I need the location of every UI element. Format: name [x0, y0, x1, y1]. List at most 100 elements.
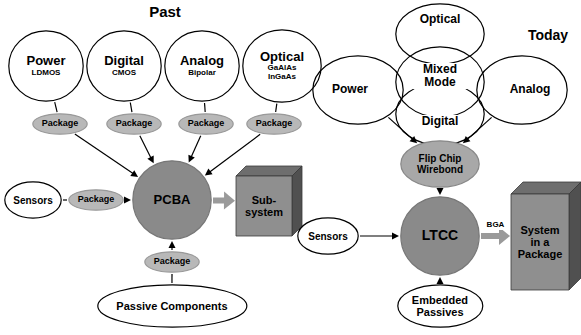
- system-box: System in a Package: [511, 182, 581, 290]
- arrow-head: [130, 170, 138, 177]
- node-text-group: Package: [246, 113, 302, 135]
- arrow-head: [436, 277, 443, 284]
- node-text-group: Mixed Mode: [395, 40, 485, 112]
- board-circle: PCBA: [132, 160, 212, 240]
- node-label: Power: [26, 54, 65, 68]
- node-text-group: Analog: [484, 55, 576, 125]
- node-label: Package: [188, 119, 225, 129]
- node-label: Sensors: [13, 195, 52, 206]
- node-label: Package: [78, 195, 115, 205]
- connector: [169, 241, 176, 250]
- node-label: Passive Components: [116, 300, 227, 312]
- node-text-group: DigitalCMOS: [86, 30, 162, 102]
- ellipse-outline: [69, 190, 123, 210]
- node-label: Sub-system: [240, 194, 288, 218]
- ellipse-outline: [401, 197, 479, 275]
- node-sublabel: CMOS: [112, 69, 136, 78]
- package-oval: Package: [106, 113, 162, 135]
- connector-line: [75, 134, 133, 174]
- ellipse-shape: [395, 3, 485, 65]
- node-text-group: Embedded Passives: [397, 284, 484, 328]
- node-label: Embedded Passives: [409, 294, 471, 318]
- box-front-face: [236, 176, 292, 236]
- node-label: Digital: [420, 115, 461, 128]
- node-text-group: Package: [144, 251, 200, 273]
- connector: [204, 103, 206, 112]
- interconnect-circle: Flip Chip Wirebond: [400, 140, 480, 188]
- package-oval: Package: [144, 251, 200, 273]
- ellipse-shape: [395, 82, 485, 146]
- ellipse-outline: [243, 30, 321, 102]
- ellipse-outline: [133, 161, 211, 239]
- ellipse-outline: [33, 114, 87, 134]
- ellipse-outline: [397, 285, 482, 327]
- edge-label: BGA: [486, 221, 506, 230]
- connector: [188, 136, 200, 163]
- ellipse-outline: [5, 182, 61, 218]
- connector-line: [191, 136, 201, 157]
- node-text-group: Package: [178, 113, 234, 135]
- connector: [140, 136, 154, 164]
- node-label: Package: [42, 119, 79, 129]
- arrow-head: [147, 156, 153, 164]
- package-oval: Package: [246, 113, 302, 135]
- node-label: Package: [256, 119, 293, 129]
- node-text-group: Power: [304, 55, 396, 125]
- connector-line: [63, 199, 67, 200]
- connector: [360, 233, 399, 240]
- node-text-group: OpticalGaAlAs InGaAs: [242, 29, 322, 103]
- connector-line: [360, 235, 393, 236]
- node-sublabel: GaAlAs InGaAs: [256, 64, 308, 82]
- ellipse-outline: [477, 56, 567, 124]
- technology-circle: DigitalCMOS: [86, 30, 162, 102]
- connector-line: [130, 103, 132, 113]
- substrate-circle: LTCC: [400, 196, 480, 276]
- ellipse-outline: [87, 31, 161, 101]
- package-oval: Package: [178, 113, 234, 135]
- section-heading: Past: [149, 4, 181, 21]
- ellipse-outline: [179, 114, 233, 134]
- connector: [276, 104, 277, 112]
- node-text-group: Optical: [395, 0, 485, 51]
- node-label: Flip Chip Wirebond: [412, 153, 468, 175]
- arrow-head: [224, 192, 235, 210]
- arrow-head: [392, 233, 399, 240]
- connector-line: [213, 197, 225, 203]
- technology-circle: Digital: [395, 82, 485, 146]
- sensors-oval: Sensors: [297, 217, 359, 255]
- connector-line: [55, 102, 57, 112]
- node-label: System in a Package: [515, 224, 565, 260]
- node-label: Power: [330, 83, 370, 96]
- node-label: Digital: [104, 54, 144, 68]
- arrow-head: [205, 169, 213, 176]
- node-label: Package: [116, 119, 153, 129]
- ellipse-outline: [396, 4, 484, 64]
- technology-circle: Analog: [476, 55, 568, 125]
- package-oval: Package: [32, 113, 88, 135]
- passives-oval: Passive Components: [97, 284, 248, 328]
- ellipse-outline: [396, 47, 484, 117]
- connector: [124, 197, 131, 204]
- node-text-group: Flip Chip Wirebond: [400, 140, 480, 188]
- node-label: Sensors: [308, 231, 347, 242]
- node-label: Optical: [260, 50, 304, 64]
- connector-line: [204, 103, 206, 112]
- connector: [63, 200, 67, 201]
- node-label: Analog: [508, 83, 553, 96]
- node-label: Mixed Mode: [413, 63, 467, 89]
- node-label: PCBA: [154, 193, 191, 207]
- arrow-head: [169, 241, 176, 248]
- ellipse-outline: [97, 285, 246, 327]
- connector: [130, 103, 132, 113]
- ellipse-outline: [9, 31, 83, 101]
- box-side-face: [569, 182, 581, 290]
- technology-circle: Power: [312, 55, 404, 125]
- node-label: Optical: [418, 13, 463, 26]
- ellipse-outline: [396, 83, 484, 145]
- passives-oval: Embedded Passives: [397, 284, 484, 328]
- technology-circle: AnalogBipolar: [164, 30, 240, 102]
- arrow-head: [188, 155, 194, 163]
- ellipse-outline: [298, 218, 358, 254]
- arrow-head: [124, 197, 131, 204]
